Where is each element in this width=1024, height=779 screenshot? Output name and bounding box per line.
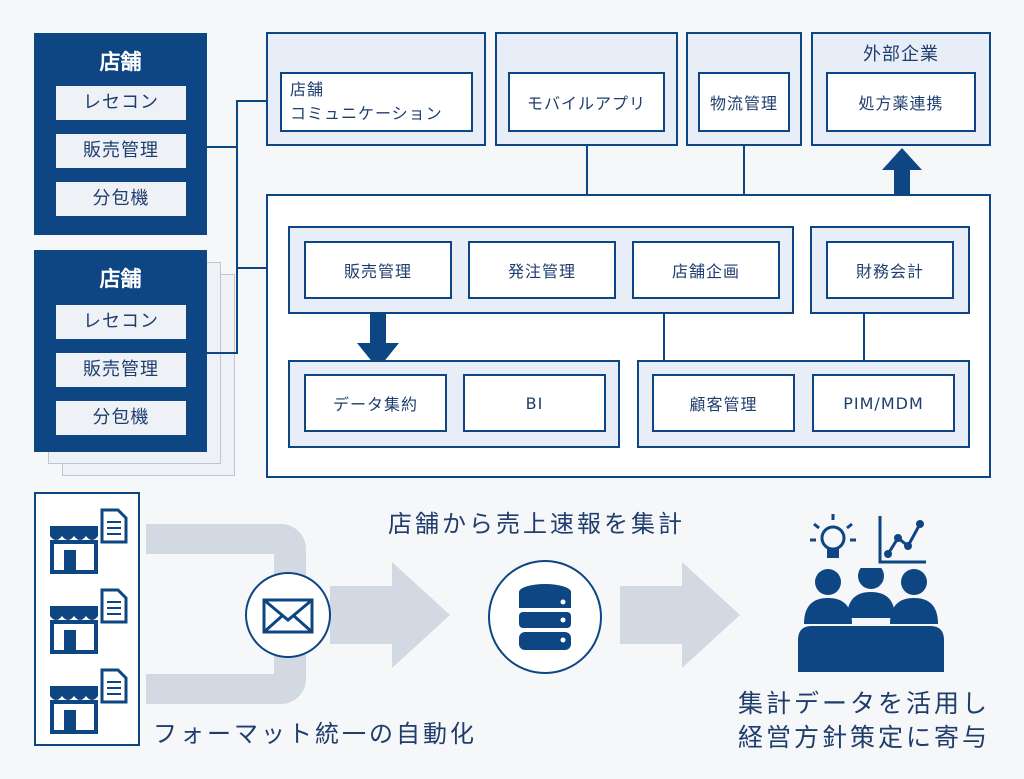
store-item-rececon[interactable]: レセコン	[56, 86, 186, 120]
prescription-link-box[interactable]: 処方薬連携	[826, 72, 976, 132]
order-management-box[interactable]: 発注管理	[468, 241, 616, 299]
bi-box[interactable]: BI	[463, 374, 606, 432]
database-icon	[519, 584, 571, 650]
store-title: 店舗	[99, 50, 142, 74]
connector-line	[236, 100, 282, 102]
chart-trend-icon	[878, 516, 926, 564]
caption-sales-aggregation: 店舗から売上速報を集計	[388, 510, 685, 538]
sales-management-box[interactable]: 販売管理	[304, 241, 452, 299]
flow-arrow-1	[330, 562, 450, 668]
connector-line	[586, 146, 588, 228]
external-company-label: 外部企業	[863, 44, 939, 65]
lightbulb-icon	[810, 514, 856, 558]
storefront-icon	[50, 588, 128, 654]
storefront-icon	[50, 508, 128, 574]
store-item-rececon[interactable]: レセコン	[56, 305, 186, 339]
store-item-packager[interactable]: 分包機	[56, 401, 186, 435]
data-aggregation-box[interactable]: データ集約	[304, 374, 447, 432]
connector-line	[236, 100, 238, 354]
customer-management-box[interactable]: 顧客管理	[652, 374, 795, 432]
down-arrow-icon	[357, 313, 399, 369]
flow-arrow-2	[620, 562, 740, 668]
logistics-box[interactable]: 物流管理	[698, 72, 790, 132]
financial-accounting-box[interactable]: 財務会計	[826, 241, 954, 299]
store-item-sales[interactable]: 販売管理	[56, 134, 186, 168]
connector-line	[863, 313, 865, 360]
store-title: 店舗	[99, 267, 142, 291]
store-item-sales[interactable]: 販売管理	[56, 353, 186, 387]
connector-line	[207, 352, 237, 354]
store-block-2: 店舗 レセコン 販売管理 分包機	[34, 250, 207, 452]
meeting-people-icon	[798, 568, 944, 672]
mail-icon	[262, 598, 314, 634]
connector-line	[207, 146, 237, 148]
connector-line	[663, 313, 665, 360]
mail-circle	[245, 572, 331, 658]
connector-line	[743, 146, 745, 228]
caption-utilize-data-line1: 集計データを活用し	[738, 689, 991, 718]
store-block-1: 店舗 レセコン 販売管理 分包機	[34, 33, 207, 235]
mobile-app-box[interactable]: モバイルアプリ	[508, 72, 665, 132]
store-planning-box[interactable]: 店舗企画	[632, 241, 780, 299]
pim-mdm-box[interactable]: PIM/MDM	[812, 374, 955, 432]
caption-format-automation: フォーマット統一の自動化	[153, 720, 477, 748]
storefront-icon	[50, 668, 128, 734]
store-communication-box[interactable]: 店舗 コミュニケーション	[280, 72, 473, 132]
caption-utilize-data-line2: 経営方針策定に寄与	[738, 723, 991, 752]
store-item-packager[interactable]: 分包機	[56, 182, 186, 216]
